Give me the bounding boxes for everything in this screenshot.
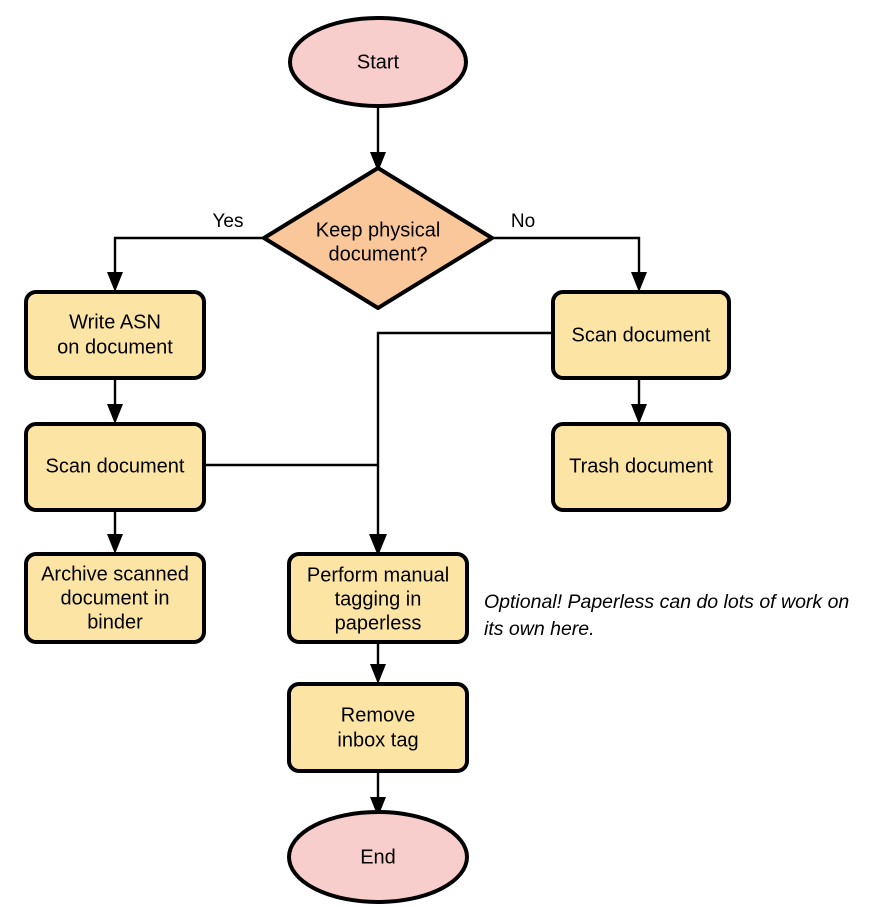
node-end[interactable]: End [287, 810, 469, 904]
end-label: End [360, 846, 396, 868]
node-scan-document-right[interactable]: Scan document [551, 290, 731, 380]
archive-binder-label-line1: Archive scanned [41, 563, 189, 585]
trash-document-label: Trash document [569, 455, 713, 477]
manual-tagging-box[interactable] [287, 552, 469, 644]
manual-tagging-label-line1: Perform manual [307, 564, 449, 586]
arrowhead-remove-inbox-top [370, 664, 386, 684]
edge-write-asn-to-scan-left [107, 378, 123, 424]
arrowhead-write-asn-top [107, 272, 123, 292]
scan-document-left-label: Scan document [46, 455, 185, 477]
scan-document-right-box[interactable] [551, 290, 731, 380]
decision-diamond[interactable] [262, 166, 494, 310]
edge-scan-right-to-manual-tagging [369, 331, 553, 556]
scan-document-right-label: Scan document [572, 324, 711, 346]
edge-label-yes: Yes [213, 211, 244, 232]
edge-line-scanright-tagging [376, 331, 553, 542]
node-start[interactable]: Start [288, 16, 468, 108]
arrowhead-archive-top [107, 534, 123, 554]
end-oval[interactable] [287, 810, 469, 904]
decision-label-line1: Keep physical [316, 219, 441, 241]
node-archive-binder[interactable]: Archive scanned document in binder [24, 552, 206, 644]
arrowhead-trash-top [631, 404, 647, 424]
edge-remove-inbox-to-end [370, 771, 386, 817]
node-decision-keep-physical[interactable]: Keep physical document? [262, 166, 494, 310]
remove-inbox-label-line1: Remove [341, 704, 415, 726]
remove-inbox-label-line2: inbox tag [337, 729, 418, 751]
archive-binder-box[interactable] [24, 552, 206, 644]
arrowhead-end-top [370, 797, 386, 817]
start-label: Start [357, 51, 400, 73]
node-write-asn[interactable]: Write ASN on document [24, 290, 206, 380]
start-oval[interactable] [288, 16, 468, 108]
node-remove-inbox-tag[interactable]: Remove inbox tag [287, 682, 469, 773]
annotation-line1: Optional! Paperless can do lots of work … [484, 591, 849, 613]
edge-decision-no-to-scan-right [492, 236, 647, 292]
manual-tagging-label-line2: tagging in [335, 588, 422, 610]
edge-decision-yes-to-write-asn [107, 236, 264, 292]
arrowhead-scan-left-top [107, 404, 123, 424]
write-asn-box[interactable] [24, 290, 206, 380]
manual-tagging-label-line3: paperless [335, 612, 422, 634]
remove-inbox-tag-box[interactable] [287, 682, 469, 773]
trash-document-box[interactable] [551, 422, 731, 512]
node-trash-document[interactable]: Trash document [551, 422, 731, 512]
archive-binder-label-line2: document in [61, 587, 170, 609]
annotation-line2: its own here. [484, 618, 595, 640]
arrowhead-scan-right-top [631, 272, 647, 292]
edge-scan-left-to-archive [107, 510, 123, 554]
node-manual-tagging[interactable]: Perform manual tagging in paperless [287, 552, 469, 644]
write-asn-label-line1: Write ASN [69, 311, 161, 333]
archive-binder-label-line3: binder [87, 611, 143, 633]
arrowhead-decision-top [370, 152, 386, 172]
annotation-optional-note: Optional! Paperless can do lots of work … [484, 591, 849, 640]
arrowhead-manual-tagging-top [369, 534, 387, 556]
edge-line-yes [113, 236, 264, 280]
scan-document-left-box[interactable] [24, 422, 206, 512]
node-scan-document-left[interactable]: Scan document [24, 422, 206, 512]
edge-manual-tagging-to-remove-inbox [370, 643, 386, 684]
decision-label-line2: document? [329, 243, 428, 265]
write-asn-label-line2: on document [57, 336, 173, 358]
edge-line-no [492, 236, 641, 280]
edge-start-to-decision [370, 105, 386, 172]
edge-scan-right-to-trash [631, 378, 647, 424]
edge-label-no: No [511, 211, 535, 232]
